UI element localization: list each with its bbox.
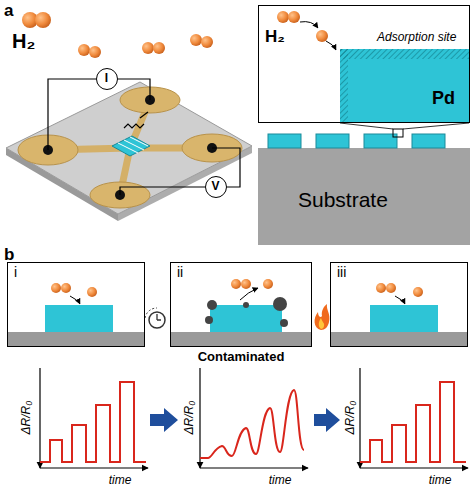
adsorption-hatch: [340, 49, 469, 59]
pd-film: [370, 305, 438, 332]
wire: [118, 79, 150, 100]
node-text: ii: [177, 265, 183, 280]
substrate-block: Substrate: [258, 148, 470, 245]
contaminant: [207, 300, 217, 310]
adsorb-arrow: [300, 22, 318, 28]
pd-stripes: [118, 137, 148, 153]
chart-axes: [200, 368, 308, 468]
h2-atom: [142, 42, 154, 54]
wire: [120, 187, 205, 195]
h2-atom: [35, 12, 51, 28]
pd-film: [210, 305, 282, 332]
h2-atom: [89, 46, 101, 58]
contaminant: [243, 302, 249, 308]
substrate-strip: [8, 332, 144, 346]
stage-arrow: [150, 408, 178, 432]
pd-pattern: [316, 134, 349, 148]
chip-plate: [6, 82, 252, 214]
h2-atom: [61, 283, 71, 293]
h2-atom: [51, 283, 61, 293]
stage-box: iiContaminated: [170, 262, 312, 347]
chart-axes: [40, 368, 148, 468]
node-text: iii: [337, 265, 346, 280]
h2-atom: [241, 279, 251, 289]
adsorb-arrow: [70, 296, 80, 304]
inset-frame: H₂ Adsorption sitePd: [258, 5, 470, 123]
node-text: Substrate: [298, 188, 388, 211]
zoom-line: [340, 123, 469, 129]
node-text: V: [211, 180, 219, 193]
contaminant: [280, 319, 288, 327]
clock-arc: [145, 308, 157, 318]
axis-title: ΔR/R₀: [183, 401, 196, 435]
bounce-arrow: [240, 288, 258, 300]
h2-atom: [277, 11, 289, 23]
node-text: Contaminated: [198, 350, 285, 364]
axis-title: time: [269, 474, 292, 487]
adsorb-arrow: [326, 41, 336, 50]
pd-block: [340, 49, 469, 122]
h2-atom: [153, 42, 165, 54]
h2-atom: [413, 287, 423, 297]
adsorb-arrow: [395, 296, 405, 304]
panel-letter: a: [4, 2, 13, 21]
axis-title: time: [109, 474, 132, 487]
clock-hands: [157, 314, 161, 320]
gas-label: H₂: [12, 30, 35, 52]
pd-pattern: [268, 134, 301, 148]
node-text: i: [14, 265, 17, 280]
substrate-strip: [171, 332, 311, 346]
contaminant: [273, 297, 287, 311]
h2-atom: [78, 44, 90, 56]
axis-title: ΔR/R₀: [20, 401, 33, 435]
node-text: Adsorption site: [377, 31, 456, 44]
pd-block: Pd: [340, 49, 469, 122]
substrate-strip: [331, 332, 467, 346]
stage-box: iii: [330, 262, 468, 347]
flame-icon: [315, 304, 330, 330]
stage-arrow: [314, 408, 340, 432]
h2-atom: [87, 287, 97, 297]
panel-letter: b: [4, 246, 14, 265]
response-signal: [200, 390, 304, 458]
node-text: I: [105, 72, 108, 85]
flame-core: [319, 318, 324, 329]
zoom-marker: [393, 129, 403, 137]
h2-atom: [376, 283, 386, 293]
node-text: H₂: [265, 28, 285, 47]
h2-atom: [263, 279, 273, 289]
h2-atom: [190, 34, 202, 46]
voltmeter-circle: V: [205, 176, 227, 198]
h2-atom: [201, 36, 213, 48]
node-text: Pd: [432, 89, 455, 109]
axis-title: time: [429, 474, 452, 487]
pd-pattern: [364, 134, 397, 148]
response-signal: [40, 382, 146, 462]
clock-icon: [149, 312, 165, 328]
substrate-block: [258, 148, 470, 245]
chart-axes: [360, 368, 468, 468]
pd-channel: [112, 136, 150, 156]
pd-film: [45, 305, 113, 332]
response-signal: [360, 382, 466, 462]
h2-atom: [288, 11, 300, 23]
h2-atom: [231, 279, 241, 289]
pd-pattern: [412, 134, 445, 148]
h2-atom: [316, 30, 328, 42]
ammeter-circle: I: [96, 68, 118, 90]
wire: [48, 79, 96, 150]
axis-title: ΔR/R₀: [344, 401, 357, 435]
stage-box: i: [7, 262, 145, 347]
resistor-symbol: [124, 112, 148, 128]
adsorption-hatch: [340, 49, 348, 122]
h2-atom: [386, 283, 396, 293]
contaminant: [205, 316, 213, 324]
